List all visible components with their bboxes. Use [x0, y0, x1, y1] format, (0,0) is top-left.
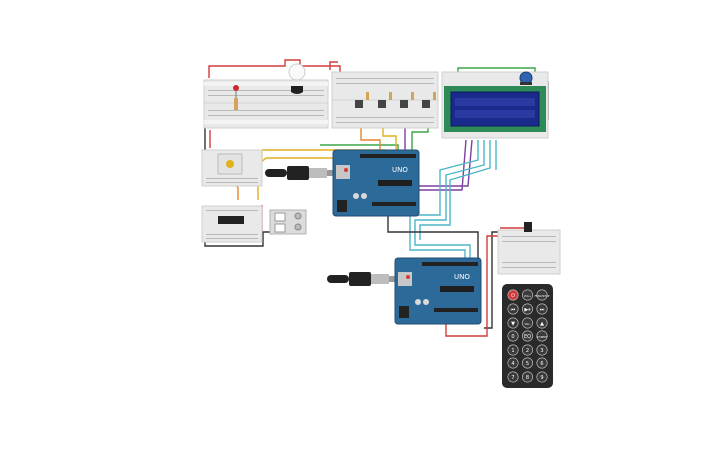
- push-buttons: [355, 100, 430, 108]
- usb-cable-2: [327, 272, 397, 286]
- remote-button-2[interactable]: [536, 289, 548, 301]
- remote-button-label: 2: [526, 348, 529, 354]
- arduino-uno-2: UNO: [394, 257, 482, 325]
- resistor: [234, 98, 238, 110]
- remote-button-6[interactable]: [507, 317, 519, 329]
- remote-button-label: ST/REPT: [537, 335, 548, 339]
- remote-button-7[interactable]: [521, 317, 533, 329]
- remote-button-label: EQ: [524, 334, 531, 340]
- remote-button-3[interactable]: [507, 303, 519, 315]
- wire-red-top: [208, 59, 341, 78]
- push-button-2: [378, 100, 386, 108]
- led: [233, 85, 239, 91]
- remote-button-18[interactable]: [507, 371, 519, 383]
- remote-button-4[interactable]: [521, 303, 533, 315]
- remote-button-label: 6: [540, 361, 543, 367]
- remote-button-12[interactable]: [507, 344, 519, 356]
- remote-button-label: 3: [540, 348, 543, 354]
- lightbulb: [288, 63, 306, 81]
- ir-remote: ⏻ VOL+ FUNC/STOP ⏮ ▶⏸ ⏭ ▼ VOL- ▲ 0 EQ ST/REPT 1 2 3 4 5 6…: [502, 284, 553, 388]
- remote-button-label: 0: [511, 334, 514, 340]
- lcd-screen: [450, 91, 540, 127]
- breadboard-lcd: [441, 71, 549, 139]
- remote-button-label: ⏭: [540, 307, 545, 313]
- remote-button-label: ⏮: [511, 307, 516, 313]
- arduino-2-label: UNO: [454, 273, 470, 281]
- remote-button-0[interactable]: [507, 289, 519, 301]
- remote-button-11[interactable]: [536, 330, 548, 342]
- remote-button-20[interactable]: [536, 371, 548, 383]
- remote-button-label: ▼: [511, 321, 515, 327]
- transistor: [291, 86, 303, 94]
- ic-chip: [218, 216, 244, 224]
- remote-button-label: VOL-: [524, 322, 530, 326]
- remote-button-19[interactable]: [521, 371, 533, 383]
- breadboard-motor: [201, 149, 263, 187]
- remote-button-13[interactable]: [521, 344, 533, 356]
- remote-button-label: 1: [511, 348, 514, 354]
- push-button-4: [422, 100, 430, 108]
- remote-button-8[interactable]: [536, 317, 548, 329]
- wire-cyan-2: [414, 140, 485, 262]
- remote-button-17[interactable]: [536, 357, 548, 369]
- push-button-1: [355, 100, 363, 108]
- remote-button-label: 9: [540, 375, 543, 381]
- breadboard-top-left: [203, 63, 329, 129]
- remote-button-1[interactable]: [521, 289, 533, 301]
- wire-cyan-3: [419, 140, 491, 240]
- wire-black-mid: [387, 215, 479, 258]
- remote-button-label: VOL+: [524, 294, 531, 298]
- ir-receiver: [524, 222, 532, 232]
- breadboard-ic: [201, 205, 307, 243]
- arduino-1-label: UNO: [392, 166, 408, 174]
- breadboard-ir: [497, 222, 561, 275]
- remote-button-label: FUNC/STOP: [535, 294, 550, 298]
- remote-button-label: 5: [526, 361, 529, 367]
- remote-button-label: 8: [526, 375, 529, 381]
- wire-btn-1: [360, 118, 381, 156]
- usb-cable-1: [265, 166, 335, 180]
- remote-button-15[interactable]: [507, 357, 519, 369]
- push-button-3: [400, 100, 408, 108]
- wire-red-top-2: [329, 61, 338, 70]
- remote-button-label: ▲: [540, 321, 544, 327]
- arduino-uno-1: UNO: [332, 149, 420, 217]
- remote-button-10[interactable]: [521, 330, 533, 342]
- wire-red-bottom: [445, 235, 498, 337]
- remote-button-9[interactable]: [507, 330, 519, 342]
- breadboard-buttons: [331, 71, 439, 129]
- remote-button-16[interactable]: [521, 357, 533, 369]
- remote-button-label: ⏻: [511, 293, 515, 299]
- remote-button-label: 4: [511, 361, 514, 367]
- wire-cyan-1: [409, 140, 479, 262]
- remote-button-label: ▶⏸: [524, 307, 531, 313]
- remote-button-label: 7: [511, 375, 514, 381]
- remote-button-5[interactable]: [536, 303, 548, 315]
- remote-button-14[interactable]: [536, 344, 548, 356]
